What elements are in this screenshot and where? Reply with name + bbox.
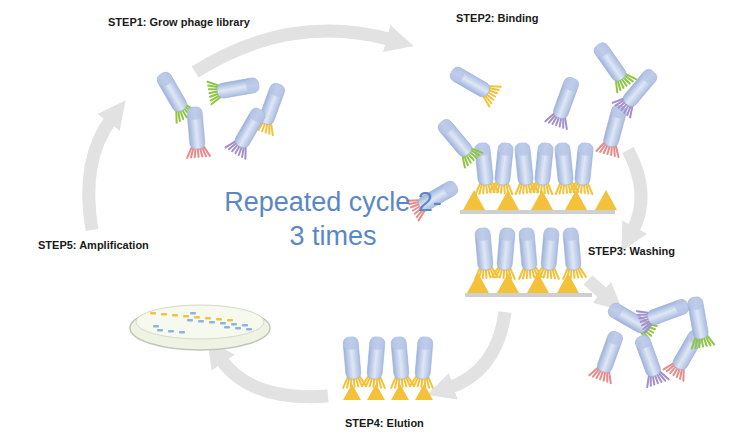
phage bbox=[545, 74, 584, 129]
petri-dish bbox=[130, 305, 270, 350]
phage bbox=[183, 106, 210, 158]
phage bbox=[207, 73, 260, 104]
phage bbox=[471, 227, 498, 279]
phage bbox=[683, 295, 714, 348]
phage bbox=[630, 332, 669, 387]
phage bbox=[559, 227, 586, 279]
cycle-arrow bbox=[220, 358, 328, 397]
phage bbox=[589, 38, 636, 92]
antigen bbox=[415, 384, 433, 400]
antigen bbox=[367, 384, 385, 400]
antigen-plate bbox=[465, 273, 592, 297]
step-label: STEP4: Elution bbox=[345, 417, 424, 429]
cycle-title: Repeated cycle 2-3 times bbox=[218, 186, 448, 254]
cycle-arrows bbox=[89, 31, 641, 397]
antigen-plate bbox=[460, 190, 617, 214]
step-label: STEP1: Grow phage library bbox=[108, 16, 250, 28]
cycle-arrow bbox=[448, 312, 505, 388]
step-label: STEP5: Amplification bbox=[38, 239, 149, 251]
phage bbox=[339, 336, 366, 388]
step-label: STEP2: Binding bbox=[456, 12, 539, 24]
cycle-arrow bbox=[195, 31, 392, 72]
phage bbox=[637, 294, 692, 333]
antigen bbox=[343, 384, 361, 400]
phage bbox=[530, 142, 558, 194]
phage bbox=[510, 142, 538, 194]
cycle-arrow bbox=[628, 150, 641, 232]
cycle-arrow bbox=[89, 118, 112, 230]
step-label: STEP3: Washing bbox=[588, 245, 675, 257]
phage bbox=[536, 227, 563, 279]
antigen bbox=[391, 384, 409, 400]
phage bbox=[446, 62, 501, 107]
phage bbox=[362, 336, 389, 388]
phage bbox=[470, 142, 498, 194]
phage bbox=[490, 142, 518, 194]
phage bbox=[596, 103, 631, 157]
phage bbox=[433, 115, 483, 168]
phage bbox=[492, 227, 519, 279]
phage bbox=[226, 104, 271, 159]
phage bbox=[570, 142, 598, 194]
phage bbox=[550, 142, 578, 194]
phage bbox=[515, 227, 542, 279]
phage bbox=[410, 336, 437, 388]
phage bbox=[613, 65, 663, 118]
phage bbox=[589, 328, 628, 383]
phage bbox=[387, 336, 414, 388]
